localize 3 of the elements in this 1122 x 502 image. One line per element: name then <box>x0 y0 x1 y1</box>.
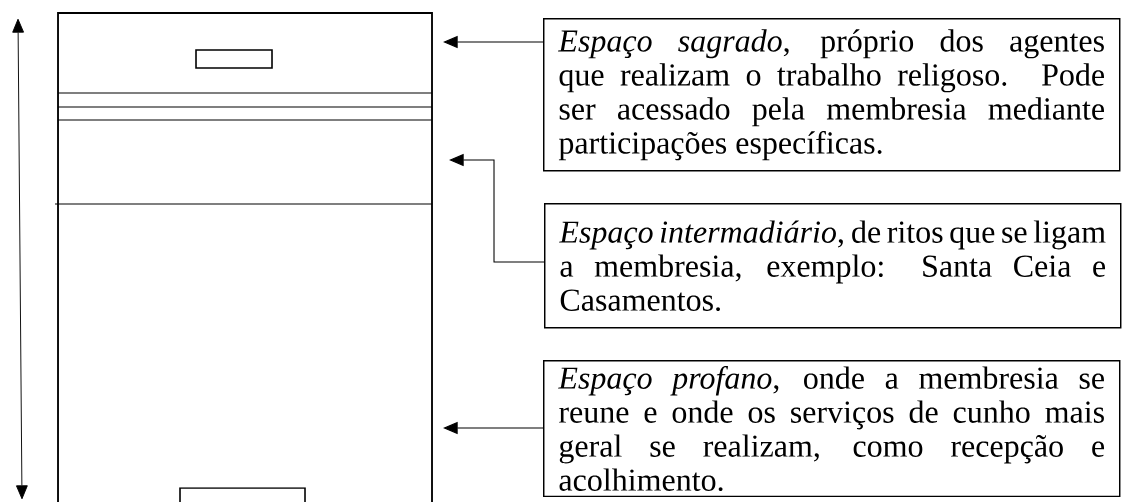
text-box: Espaço sagrado, próprio dos agentes que realizam o trabalho religoso. Pode ser acessado pela membresia mediante participações específicas. <box>543 18 1121 172</box>
text-box: Espaço profano, onde a membresia se reune e onde os serviços de cunho mais geral se realizam, como recepção e acolhimento. <box>543 360 1121 498</box>
text-box: Espaço intermadiário, de ritos que se ligam a membresia, exemplo: Santa Ceia e Casamentos. <box>544 203 1122 329</box>
